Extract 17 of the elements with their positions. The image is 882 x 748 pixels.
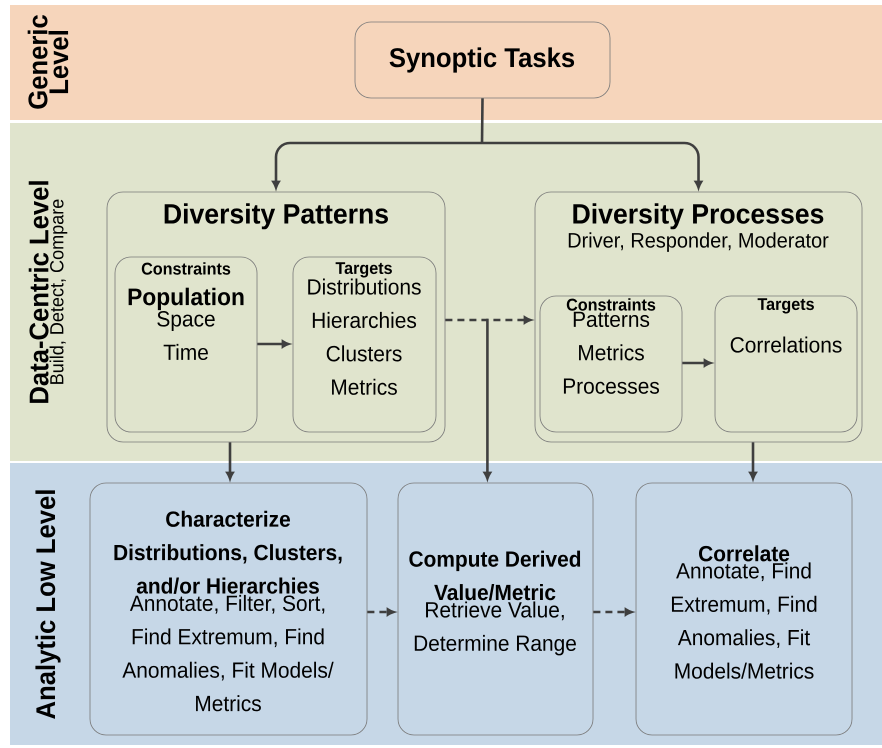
inner-box: Constraints Population Space Time <box>114 256 258 432</box>
arrow <box>682 359 712 367</box>
inner-box: Targets Distributions Hierarchies Clusters Metrics <box>292 256 436 432</box>
task-box: Synoptic Tasks <box>354 22 610 98</box>
arrow <box>367 608 395 616</box>
task-box: Correlate Annotate, Find Extremum, Find Anomalies, Fit Models/Metrics <box>636 482 852 736</box>
inner-box: Constraints Patterns Metrics Processes <box>540 296 682 432</box>
arrow <box>483 318 492 480</box>
arrow <box>593 608 633 616</box>
task-box: Characterize Distributions, Clusters, and/or Hierarchies Annotate, Filter, Sort, Find Extremum, Find Anomalies, Fit Models/ Metrics <box>90 482 368 736</box>
arrow <box>445 316 532 324</box>
task-box: Compute Derived Value/Metric Retrieve Value, Determine Range <box>398 482 594 736</box>
arrow <box>226 442 234 480</box>
inner-box: Targets Correlations <box>714 296 858 432</box>
arrow <box>749 442 757 480</box>
arrow <box>272 98 702 189</box>
arrow <box>257 340 290 348</box>
